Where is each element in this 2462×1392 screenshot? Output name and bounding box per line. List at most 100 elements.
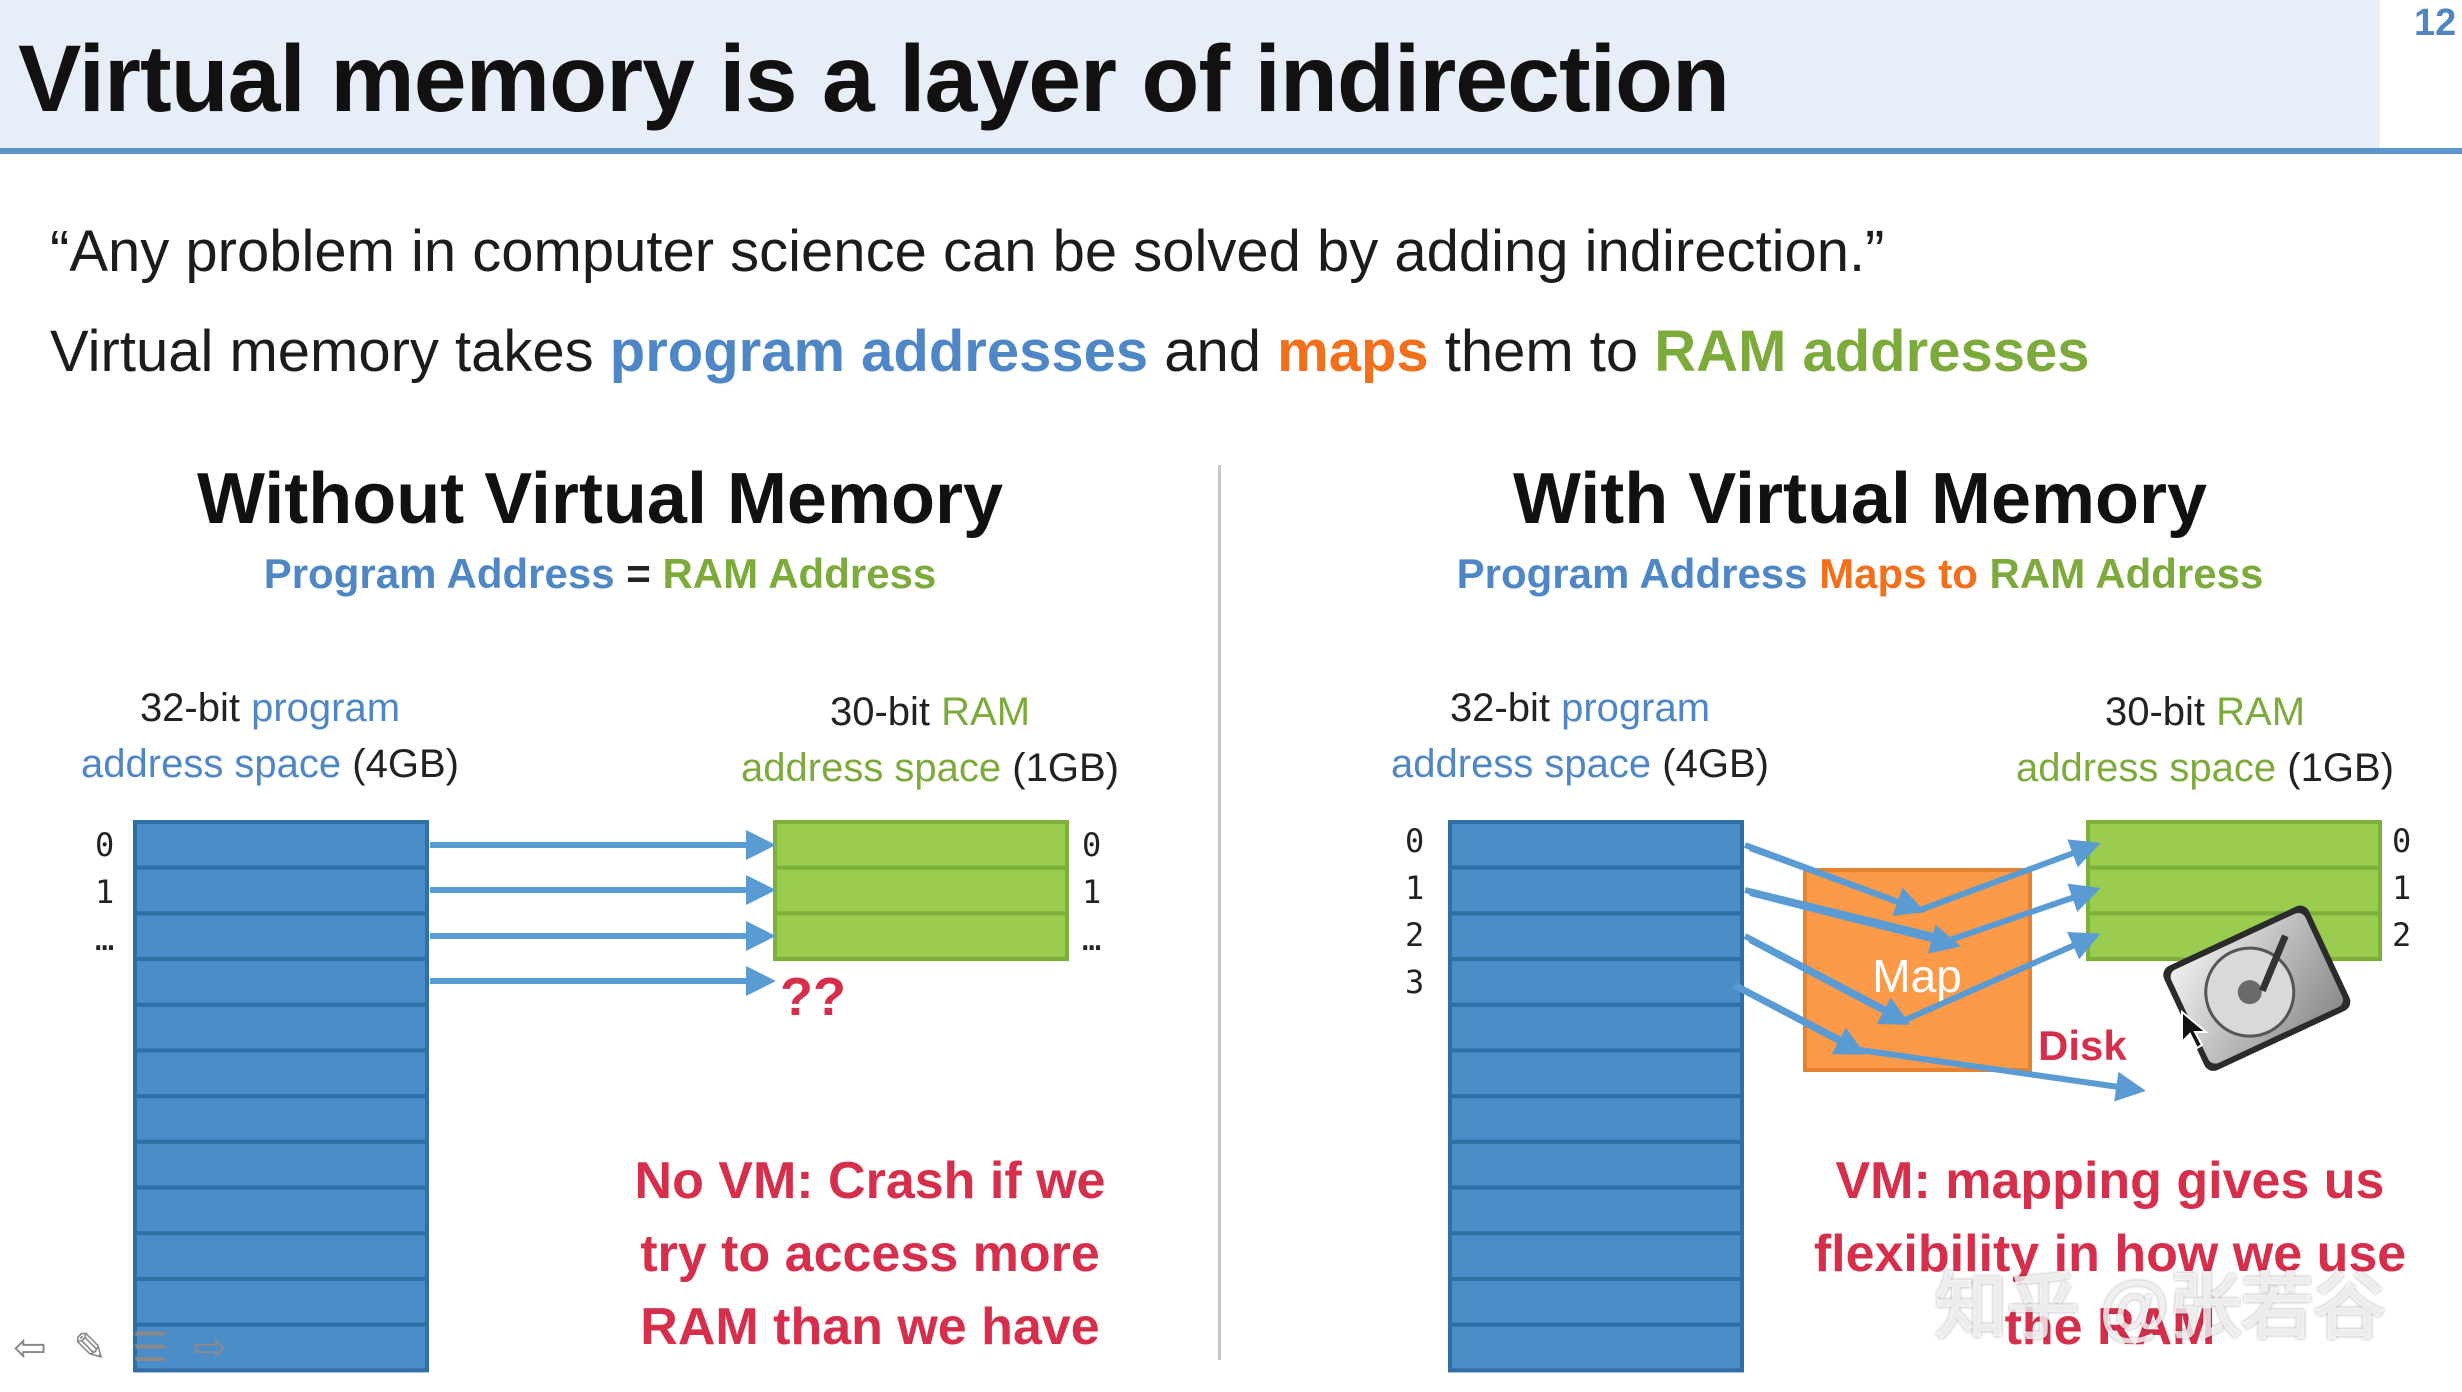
note-line: flexibility in how we use bbox=[1813, 1225, 2407, 1283]
note-line: VM: mapping gives us bbox=[1835, 1152, 2385, 1210]
program-block-8 bbox=[1448, 1185, 1744, 1236]
right-sub-ram: RAM Address bbox=[1989, 550, 2264, 597]
map-label: Map bbox=[1872, 950, 1961, 1002]
right-program-space-label: 32-bit program address space (4GB) bbox=[1370, 680, 1790, 792]
right-sub-maps: Maps to bbox=[1819, 550, 1990, 597]
left-program-address-blocks bbox=[133, 820, 429, 1373]
label-part: address space bbox=[2016, 746, 2277, 790]
label-part: address space bbox=[1391, 742, 1652, 786]
intro-text-1: Virtual memory takes bbox=[50, 319, 610, 384]
program-block-3 bbox=[133, 957, 429, 1007]
arrow-in-2 bbox=[1748, 937, 1911, 1025]
label-part: 30-bit bbox=[2104, 690, 2217, 734]
mouse-cursor-icon bbox=[2181, 1009, 2209, 1050]
maps-term: maps bbox=[1277, 319, 1429, 384]
program-block-4 bbox=[133, 1002, 429, 1053]
left-sub-equals: = bbox=[614, 550, 663, 597]
program-block-10 bbox=[133, 1277, 429, 1327]
intro-text-2: and bbox=[1148, 319, 1278, 384]
address-index: 0 bbox=[2392, 822, 2412, 860]
intro-text-3: them to bbox=[1428, 319, 1655, 384]
address-index: 2 bbox=[1405, 916, 1425, 954]
title-underline bbox=[0, 148, 2462, 154]
left-sub-ram: RAM Address bbox=[662, 550, 937, 597]
ram-addresses-term: RAM addresses bbox=[1654, 319, 2090, 384]
address-index: 0 bbox=[1405, 822, 1425, 860]
right-program-address-blocks bbox=[1448, 820, 1744, 1373]
disk-label: Disk bbox=[2038, 1022, 2127, 1069]
ram-block-0 bbox=[2086, 820, 2382, 870]
note-line: RAM than we have bbox=[640, 1298, 1100, 1356]
program-block-0 bbox=[1448, 820, 1744, 870]
title-bar bbox=[0, 0, 2380, 150]
back-arrow-icon[interactable]: ⇦ bbox=[13, 1326, 47, 1370]
address-index: 0 bbox=[95, 826, 115, 864]
right-ram-space-label: 30-bit RAM address space (1GB) bbox=[1995, 684, 2415, 796]
program-block-7 bbox=[1448, 1139, 1744, 1190]
left-panel-title: Without Virtual Memory bbox=[196, 459, 1004, 539]
program-block-1 bbox=[133, 865, 429, 916]
label-part: 32-bit bbox=[139, 686, 252, 730]
left-panel-subtitle: Program Address = RAM Address bbox=[140, 550, 1060, 598]
ram-block-0 bbox=[773, 820, 1069, 870]
arrow-in-3 bbox=[1733, 983, 1866, 1055]
program-block-2 bbox=[133, 911, 429, 962]
hard-disk-icon bbox=[2163, 905, 2351, 1071]
left-program-space-label: 32-bit program address space (4GB) bbox=[60, 680, 480, 792]
forward-arrow-icon[interactable]: ⇨ bbox=[193, 1326, 227, 1370]
left-sub-program: Program Address bbox=[263, 550, 615, 597]
label-part: (1GB) bbox=[2276, 746, 2394, 790]
label-part: 32-bit bbox=[1449, 686, 1562, 730]
note-line: the RAM bbox=[2004, 1298, 2216, 1356]
right-panel-subtitle: Program Address Maps to RAM Address bbox=[1400, 550, 2320, 598]
label-part: RAM bbox=[941, 690, 1031, 734]
label-part: (1GB) bbox=[1001, 746, 1119, 790]
overflow-question-marks: ?? bbox=[780, 967, 846, 1027]
program-block-6 bbox=[133, 1094, 429, 1144]
label-part: program bbox=[1561, 686, 1711, 730]
ram-block-2 bbox=[773, 911, 1069, 962]
program-block-1 bbox=[1448, 865, 1744, 916]
program-block-5 bbox=[133, 1048, 429, 1099]
right-mapping-arrows bbox=[1733, 839, 2146, 1102]
program-block-0 bbox=[133, 820, 429, 870]
left-note: No VM: Crash if we try to access more RA… bbox=[560, 1145, 1180, 1364]
program-block-8 bbox=[133, 1185, 429, 1236]
slide-title: Virtual memory is a layer of indirection bbox=[18, 26, 1730, 132]
label-part: address space bbox=[81, 742, 342, 786]
program-block-4 bbox=[1448, 1002, 1744, 1053]
left-ram-space-label: 30-bit RAM address space (1GB) bbox=[720, 684, 1140, 796]
address-index: 2 bbox=[2392, 916, 2412, 954]
program-block-11 bbox=[133, 1322, 429, 1373]
address-index: 1 bbox=[1405, 869, 1425, 907]
address-index: 3 bbox=[1405, 963, 1425, 1001]
label-part: 30-bit bbox=[829, 690, 942, 734]
arrow-in-1 bbox=[1749, 890, 1961, 954]
program-block-7 bbox=[133, 1139, 429, 1190]
arrow-in-0 bbox=[1748, 845, 1926, 916]
note-line: No VM: Crash if we bbox=[634, 1152, 1106, 1210]
address-index: 1 bbox=[1082, 873, 1102, 911]
panel-divider bbox=[1218, 465, 1221, 1360]
address-index: … bbox=[95, 920, 115, 958]
address-index: 1 bbox=[2392, 869, 2412, 907]
right-panel-title: With Virtual Memory bbox=[1512, 459, 2208, 539]
ram-block-1 bbox=[2086, 865, 2382, 916]
program-block-11 bbox=[1448, 1322, 1744, 1373]
note-line: try to access more bbox=[640, 1225, 1100, 1283]
quote-text: “Any problem in computer science can be … bbox=[50, 219, 1885, 284]
program-block-2 bbox=[1448, 911, 1744, 962]
label-part: RAM bbox=[2216, 690, 2306, 734]
watermark: 知乎 @张若谷 bbox=[1935, 1268, 2386, 1348]
ram-block-1 bbox=[773, 865, 1069, 916]
program-block-9 bbox=[1448, 1231, 1744, 1282]
program-block-3 bbox=[1448, 957, 1744, 1007]
right-note: VM: mapping gives us flexibility in how … bbox=[1760, 1145, 2460, 1364]
menu-icon[interactable]: ☰ bbox=[132, 1326, 168, 1370]
label-part: (4GB) bbox=[341, 742, 459, 786]
pen-icon[interactable]: ✎ bbox=[73, 1326, 107, 1370]
program-block-10 bbox=[1448, 1277, 1744, 1327]
left-ram-blocks bbox=[773, 820, 1069, 962]
